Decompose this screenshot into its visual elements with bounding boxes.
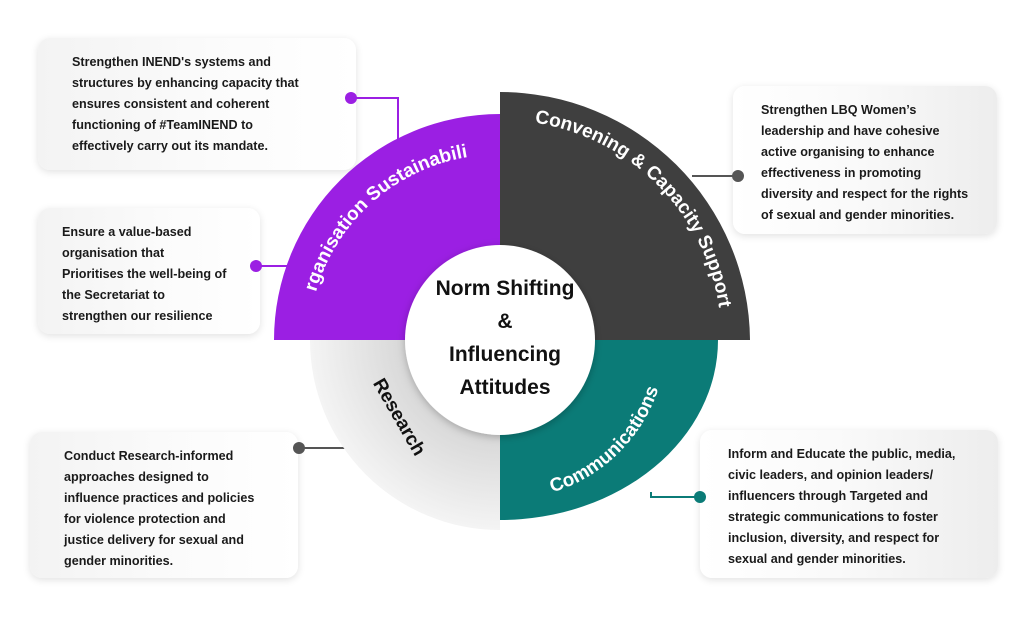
card-line: effectiveness in promoting	[761, 166, 922, 180]
connector-bottom-right	[650, 492, 700, 498]
connector-dot-bottom-right	[694, 491, 706, 503]
connector-dot-bottom-left	[293, 442, 305, 454]
card-line: Ensure a value-based	[62, 225, 192, 239]
card-line: of sexual and gender minorities.	[761, 208, 955, 222]
card-line: structures by enhancing capacity that	[72, 76, 299, 90]
card-line: influencers through Targeted and	[728, 489, 928, 503]
connector-lines	[256, 97, 738, 498]
card-line: civic leaders, and opinion leaders/	[728, 468, 934, 482]
card-line: influence practices and policies	[64, 491, 255, 505]
card-organisation-wellbeing: Ensure a value-based organisation that P…	[38, 208, 260, 334]
connector-dot-top-left	[345, 92, 357, 104]
card-line: gender minorities.	[64, 554, 174, 568]
connector-dot-top-right	[732, 170, 744, 182]
card-line: Prioritises the well-being of	[62, 267, 227, 281]
card-line: ensures consistent and coherent	[72, 97, 270, 111]
center-circle	[405, 245, 595, 435]
center-title: Norm Shifting & Influencing Attitudes	[410, 272, 600, 404]
card-convening: Strengthen LBQ Women’s leadership and ha…	[733, 86, 997, 234]
card-line: diversity and respect for the rights	[761, 187, 969, 201]
segment-organisation	[274, 114, 500, 340]
card-research: Conduct Research-informed approaches des…	[30, 432, 298, 578]
card-line: active organising to enhance	[761, 145, 935, 159]
card-line: Inform and Educate the public, media,	[728, 447, 956, 461]
card-line: Strengthen LBQ Women’s	[761, 103, 917, 117]
card-organisation-systems: Strengthen INEND's systems and structure…	[38, 38, 356, 170]
segment-research	[310, 340, 500, 530]
card-line: effectively carry out its mandate.	[72, 139, 268, 153]
center-line: Influencing	[449, 343, 561, 366]
segment-convening	[500, 92, 750, 340]
connector-dot-mid-left	[250, 260, 262, 272]
center-line: &	[497, 310, 513, 333]
card-line: sexual and gender minorities.	[728, 552, 906, 566]
card-line: organisation that	[62, 246, 165, 260]
center-line: Attitudes	[459, 376, 551, 399]
card-line: leadership and have cohesive	[761, 124, 940, 138]
card-line: Conduct Research-informed	[64, 449, 234, 463]
card-line: approaches designed to	[64, 470, 209, 484]
connector-top-left	[351, 97, 399, 140]
card-line: functioning of #TeamINEND to	[72, 118, 253, 132]
card-line: the Secretariat to	[62, 288, 165, 302]
card-line: strengthen our resilience	[62, 309, 213, 323]
card-communications: Inform and Educate the public, media, ci…	[700, 430, 998, 578]
card-line: Strengthen INEND's systems and	[72, 55, 271, 69]
card-line: inclusion, diversity, and respect for	[728, 531, 940, 545]
card-line: justice delivery for sexual and	[64, 533, 244, 547]
card-line: strategic communications to foster	[728, 510, 938, 524]
card-line: for violence protection and	[64, 512, 226, 526]
center-line: Norm Shifting	[435, 277, 575, 300]
segment-communications	[500, 340, 718, 520]
